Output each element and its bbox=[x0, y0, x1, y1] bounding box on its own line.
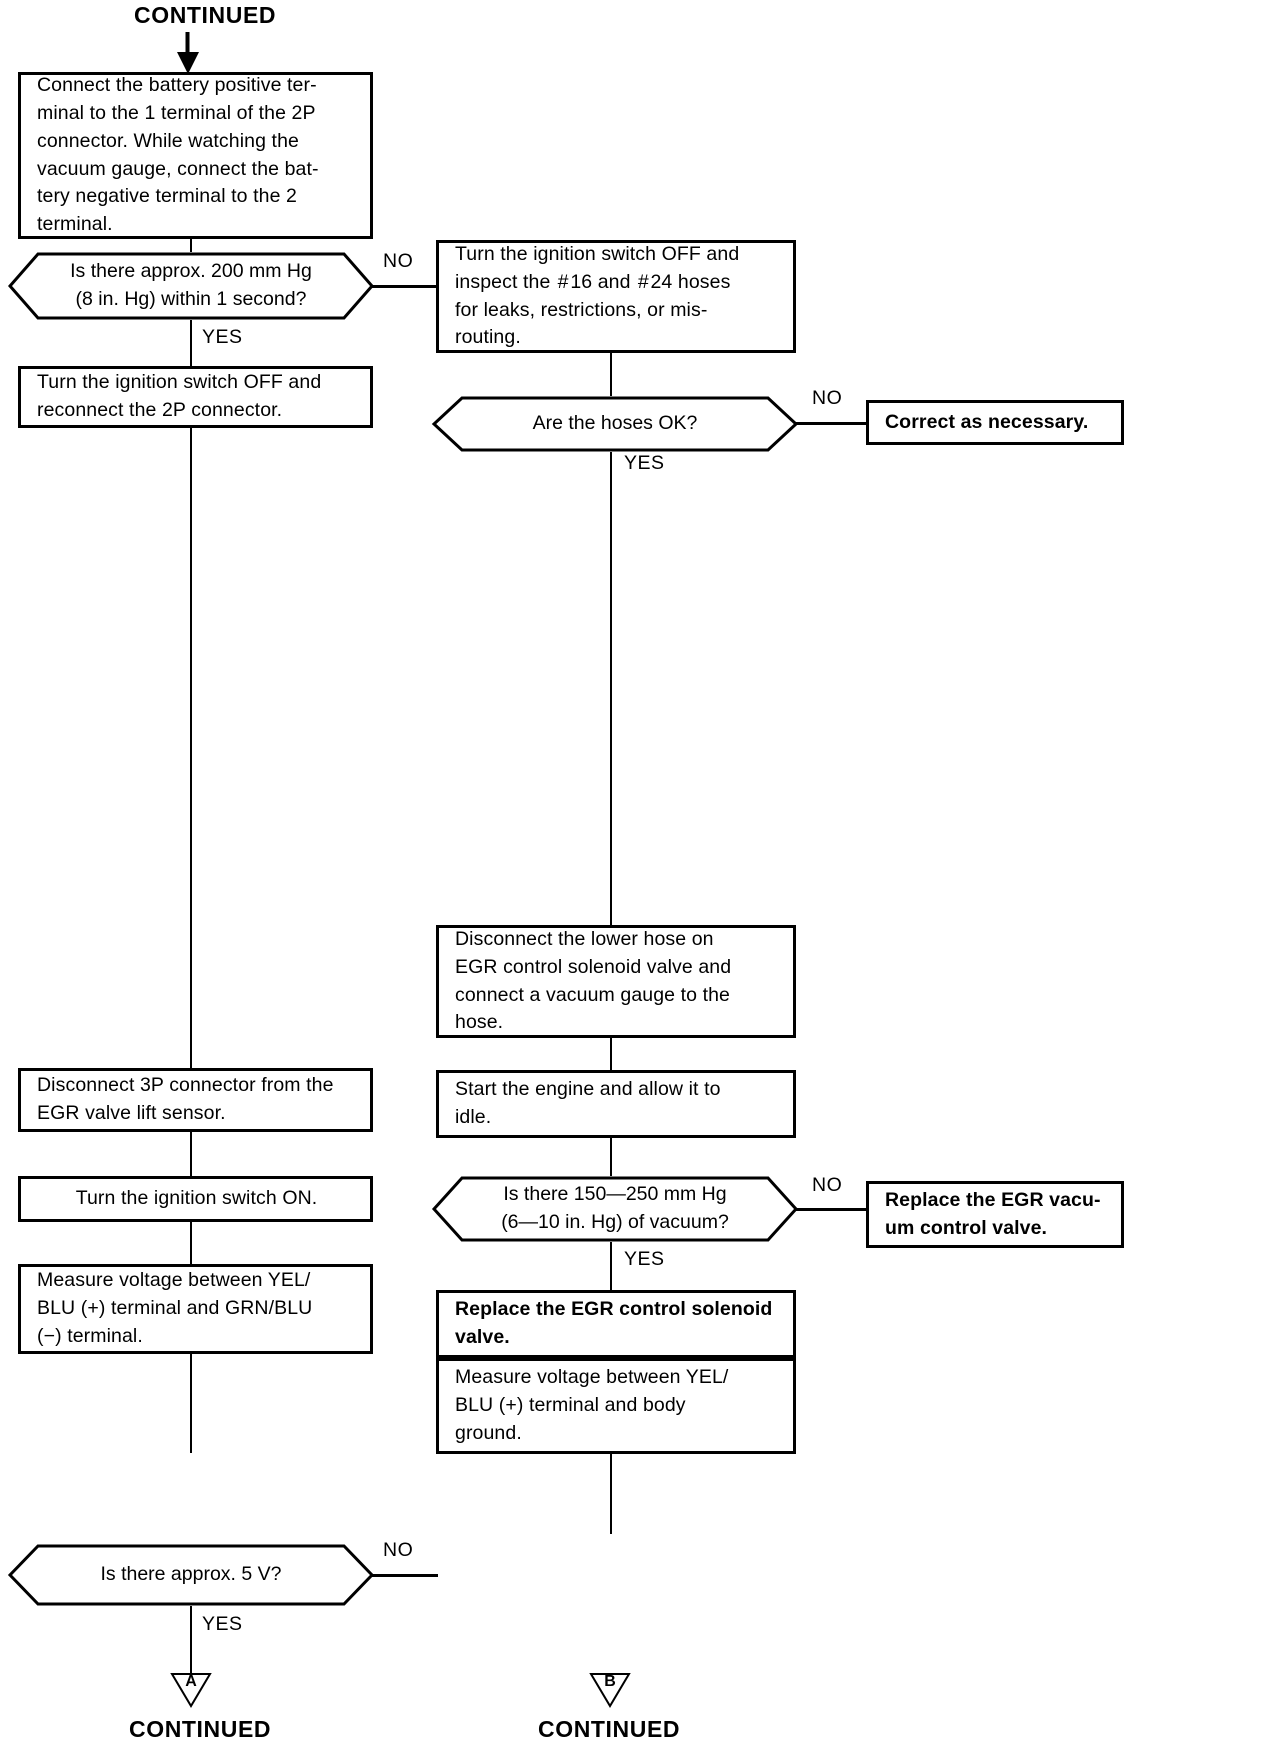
step-measure-yelblu-ground-text: Measure voltage between YEL/ BLU (+) ter… bbox=[455, 1366, 729, 1444]
edge-hosesok-no bbox=[796, 422, 866, 425]
step-measure-yelblu-grnblu-text: Measure voltage between YEL/ BLU (+) ter… bbox=[37, 1269, 313, 1347]
connector-measureground-to-b bbox=[610, 1454, 612, 1534]
step-ign-off-reconnect: Turn the ignition switch OFF and reconne… bbox=[18, 366, 373, 428]
decision-hoses-ok: Are the hoses OK? bbox=[431, 396, 799, 452]
step-disconnect-lower-hose-text: Disconnect the lower hose on EGR control… bbox=[455, 928, 732, 1034]
edge-label-decision150-no: NO bbox=[812, 1174, 843, 1196]
edge-label-decision5v-no: NO bbox=[383, 1539, 414, 1561]
step-disconnect-3p: Disconnect 3P connector from the EGR val… bbox=[18, 1068, 373, 1132]
step-start-engine: Start the engine and allow it to idle. bbox=[436, 1070, 796, 1138]
edge-decision1-no bbox=[372, 285, 438, 288]
edge-decision5v-no bbox=[372, 1574, 438, 1577]
arrow-down-icon bbox=[172, 32, 204, 74]
step-ign-on: Turn the ignition switch ON. bbox=[18, 1176, 373, 1222]
decision-150-250-mmhg-text: Is there 150—250 mm Hg (6—10 in. Hg) of … bbox=[501, 1183, 729, 1233]
connector-left-long bbox=[190, 428, 192, 1068]
connector-inspect-to-hosesok bbox=[610, 353, 612, 397]
connector-ignon-to-measure1 bbox=[190, 1222, 192, 1264]
step-connect-battery: Connect the battery positive ter- minal … bbox=[18, 72, 373, 239]
edge-label-decision5v-yes: YES bbox=[202, 1613, 243, 1635]
connector-measure1-to-decision5v bbox=[190, 1354, 192, 1453]
decision-150-250-mmhg: Is there 150—250 mm Hg (6—10 in. Hg) of … bbox=[431, 1176, 799, 1242]
step-connect-battery-text: Connect the battery positive ter- minal … bbox=[37, 74, 319, 235]
decision-5v: Is there approx. 5 V? bbox=[7, 1544, 375, 1606]
step-measure-yelblu-grnblu: Measure voltage between YEL/ BLU (+) ter… bbox=[18, 1264, 373, 1354]
edge-label-decision1-yes: YES bbox=[202, 326, 243, 348]
box-left-edge-measure-ground bbox=[436, 1358, 439, 1454]
edge-decision150-no bbox=[796, 1208, 866, 1211]
edge-decision5v-yes bbox=[190, 1606, 192, 1680]
action-replace-control-solenoid-valve-text: Replace the EGR control solenoid valve. bbox=[455, 1298, 773, 1348]
step-ign-on-text: Turn the ignition switch ON. bbox=[75, 1187, 318, 1210]
step-disconnect-lower-hose: Disconnect the lower hose on EGR control… bbox=[436, 925, 796, 1038]
connector-step1-to-decision1 bbox=[190, 239, 192, 260]
decision-200mmhg: Is there approx. 200 mm Hg (8 in. Hg) wi… bbox=[8, 252, 374, 320]
page-ref-letter-b: B bbox=[604, 1673, 616, 1690]
edge-decision150-yes bbox=[610, 1242, 612, 1290]
step-inspect-hoses-text: Turn the ignition switch OFF and inspect… bbox=[455, 243, 740, 349]
action-replace-vacuum-control-valve: Replace the EGR vacu- um control valve. bbox=[866, 1181, 1124, 1248]
connector-3p-to-ignon bbox=[190, 1132, 192, 1176]
connector-lowerhose-to-startengine bbox=[610, 1038, 612, 1070]
action-replace-vacuum-control-valve-text: Replace the EGR vacu- um control valve. bbox=[885, 1188, 1101, 1239]
page-ref-marker-a: A bbox=[170, 1672, 212, 1708]
step-start-engine-text: Start the engine and allow it to idle. bbox=[455, 1078, 721, 1128]
edge-hosesok-yes bbox=[610, 452, 612, 925]
edge-label-hosesok-no: NO bbox=[812, 387, 843, 409]
action-correct-as-necessary: Correct as necessary. bbox=[866, 400, 1124, 445]
step-ign-off-reconnect-text: Turn the ignition switch OFF and reconne… bbox=[37, 371, 322, 421]
step-inspect-hoses: Turn the ignition switch OFF and inspect… bbox=[436, 240, 796, 353]
decision-5v-text: Is there approx. 5 V? bbox=[100, 1563, 282, 1586]
edge-label-decision150-yes: YES bbox=[624, 1248, 665, 1270]
edge-decision1-yes bbox=[190, 320, 192, 366]
connector-startengine-to-decision150 bbox=[610, 1138, 612, 1176]
action-replace-control-solenoid-valve: Replace the EGR control solenoid valve. bbox=[436, 1290, 796, 1358]
step-measure-yelblu-ground: Measure voltage between YEL/ BLU (+) ter… bbox=[436, 1358, 796, 1454]
page-ref-letter-a: A bbox=[185, 1673, 197, 1690]
page-ref-marker-b: B bbox=[589, 1672, 631, 1708]
step-disconnect-3p-text: Disconnect 3P connector from the EGR val… bbox=[37, 1074, 334, 1124]
action-correct-as-necessary-text: Correct as necessary. bbox=[885, 410, 1089, 433]
edge-label-decision1-no: NO bbox=[383, 250, 414, 272]
decision-200mmhg-text: Is there approx. 200 mm Hg (8 in. Hg) wi… bbox=[70, 260, 312, 310]
continued-label-bottom-right: CONTINUED bbox=[538, 1716, 681, 1742]
continued-label-top: CONTINUED bbox=[134, 2, 277, 28]
edge-label-hosesok-yes: YES bbox=[624, 452, 665, 474]
continued-label-bottom-left: CONTINUED bbox=[129, 1716, 272, 1742]
decision-hoses-ok-text: Are the hoses OK? bbox=[532, 412, 698, 435]
